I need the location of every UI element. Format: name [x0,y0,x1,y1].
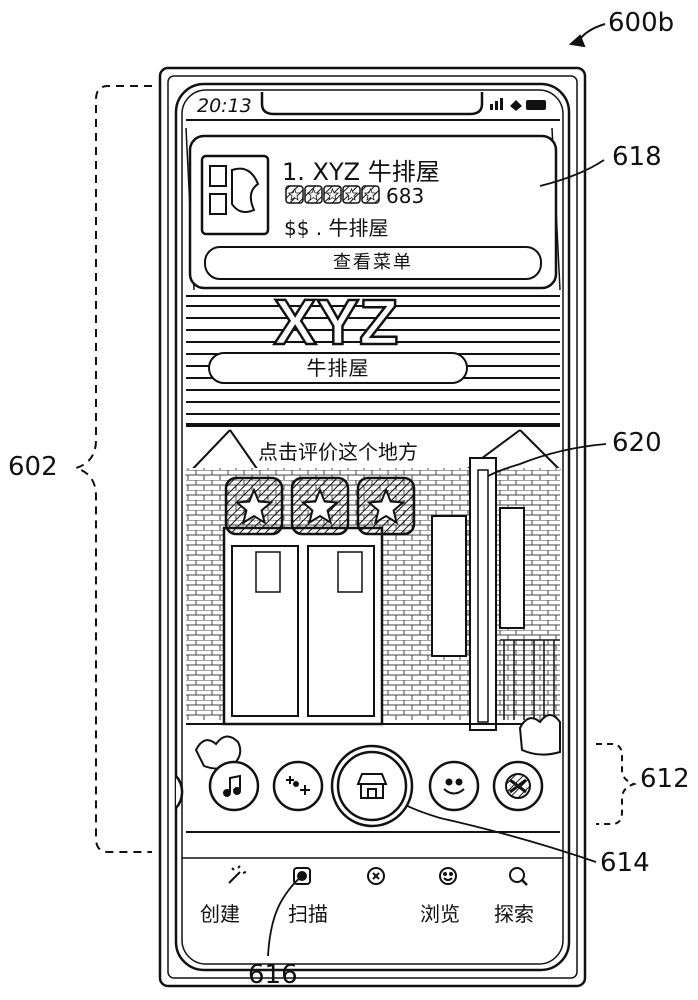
view-menu-button[interactable]: 查看菜单 [204,246,542,280]
sign-logo: XYZ [274,286,398,358]
lens-5[interactable] [494,762,542,810]
ribbon-icon [506,774,530,798]
sign-subtitle: 牛排屋 [208,352,468,384]
card-price-category: $$ . 牛排屋 [284,212,389,241]
phone-notch [262,92,482,114]
battery-icon [526,100,546,110]
signal-icon [490,98,503,110]
wifi-icon [510,100,522,111]
nav-label-explore[interactable]: 探索 [494,898,534,927]
card-rating-count: 683 [386,184,424,208]
lens-1[interactable] [210,762,258,810]
bottom-nav [182,858,563,885]
rating-stars [286,186,379,203]
lens-circle-1 [210,762,258,810]
lens-circle-3 [338,752,406,820]
figure-arrow [571,24,605,46]
review-stars[interactable] [226,478,414,534]
lens-circle-4 [430,762,478,810]
lens-3[interactable] [332,746,412,826]
lens-2[interactable] [274,762,322,810]
status-time: 20:13 [197,95,252,117]
close-circle-icon[interactable] [368,868,384,884]
smile-icon[interactable] [440,868,456,884]
nav-label-browse[interactable]: 浏览 [420,898,460,927]
lens-4[interactable] [430,762,478,810]
nav-label-scan[interactable]: 扫描 [288,898,328,927]
review-prompt: 点击评价这个地方 [256,436,420,465]
carousel-brace [596,744,634,824]
device-brace [76,86,152,852]
nav-label-create[interactable]: 创建 [200,898,240,927]
card-title: 1. XYZ 牛排屋 [282,152,440,187]
wand-icon[interactable] [229,866,246,883]
restaurant-logo-icon [202,156,268,234]
search-icon[interactable] [510,868,527,885]
